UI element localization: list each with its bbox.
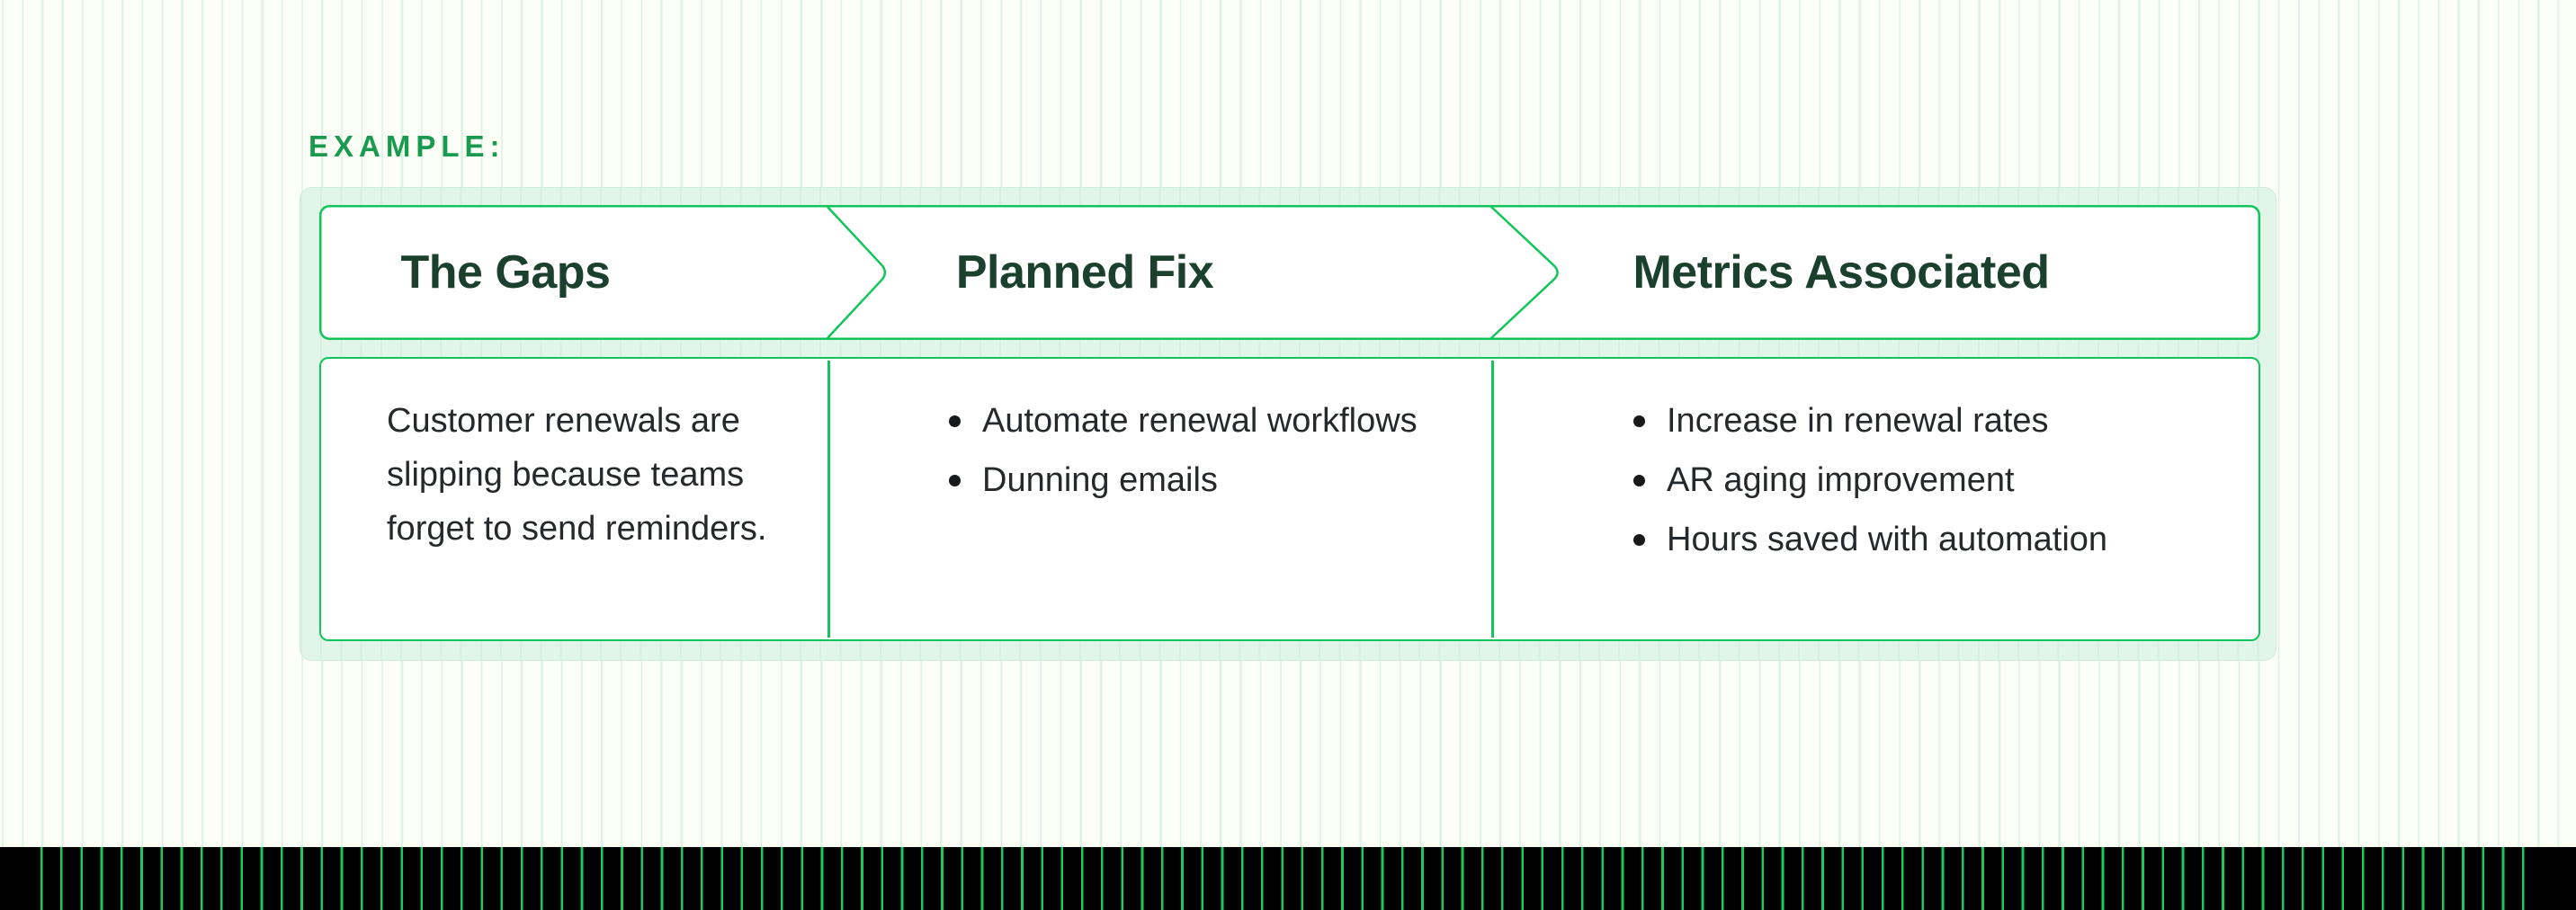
gap-description: Customer renewals are slipping because te… [387, 394, 827, 556]
list-item: Dunning emails [830, 459, 1491, 501]
footer-ticker-bar [0, 847, 2576, 910]
header-band-outline [319, 205, 2260, 340]
column-divider [827, 361, 830, 638]
list-item-label: Dunning emails [982, 460, 1218, 499]
list-item-label: AR aging improvement [1667, 460, 2015, 499]
metrics-list: Increase in renewal rates AR aging impro… [1494, 400, 2260, 560]
gap-description-line: Customer renewals are [387, 402, 740, 440]
list-item: Automate renewal workflows [830, 400, 1491, 442]
list-item: Increase in renewal rates [1494, 400, 2260, 442]
column-header-metrics-associated: Metrics Associated [1632, 246, 2050, 299]
chevron-separator-icon [1490, 206, 1559, 339]
planned-fix-list: Automate renewal workflows Dunning email… [830, 400, 1491, 501]
bullet-icon [1633, 474, 1645, 486]
column-divider [1491, 361, 1494, 638]
cell-planned-fix: Automate renewal workflows Dunning email… [830, 359, 1491, 639]
list-item-label: Increase in renewal rates [1667, 401, 2049, 440]
column-header-planned-fix: Planned Fix [955, 246, 1214, 299]
example-label: EXAMPLE: [309, 129, 505, 163]
bullet-icon [1633, 415, 1645, 427]
example-panel: The Gaps Planned Fix Metrics Associated … [300, 187, 2276, 661]
chevron-separator-icon [827, 206, 887, 339]
table-header-band: The Gaps Planned Fix Metrics Associated [319, 205, 2260, 340]
gap-description-line: slipping because teams [387, 456, 745, 494]
list-item-label: Hours saved with automation [1667, 520, 2108, 558]
bullet-icon [949, 474, 961, 486]
cell-the-gaps: Customer renewals are slipping because te… [321, 359, 827, 639]
list-item: Hours saved with automation [1494, 519, 2260, 560]
footer-stripes [40, 847, 2536, 910]
header-band-frame [319, 205, 2260, 340]
list-item-label: Automate renewal workflows [982, 401, 1418, 440]
bullet-icon [949, 415, 961, 427]
column-header-the-gaps: The Gaps [400, 246, 611, 299]
list-item: AR aging improvement [1494, 459, 2260, 501]
bullet-icon [1633, 533, 1645, 546]
table-content-row: Customer renewals are slipping because te… [319, 357, 2260, 641]
cell-metrics-associated: Increase in renewal rates AR aging impro… [1494, 359, 2260, 639]
gap-description-line: forget to send reminders. [387, 510, 767, 548]
